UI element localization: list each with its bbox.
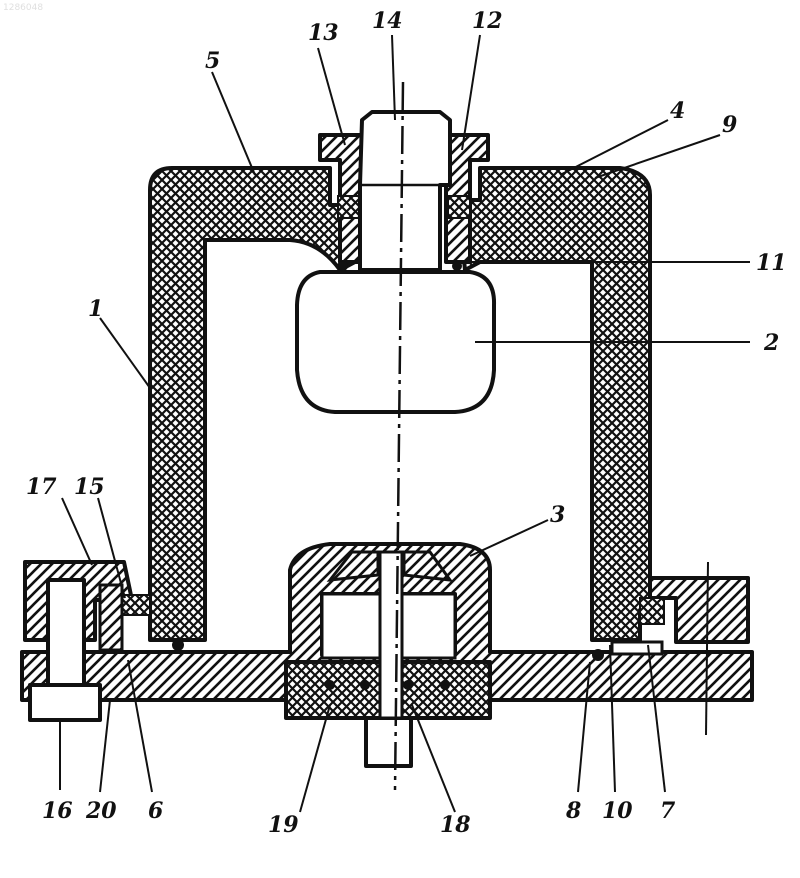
label-15: 15 <box>74 474 105 500</box>
label-2: 2 <box>763 330 779 356</box>
right-seal-9 <box>640 598 664 624</box>
label-13: 13 <box>308 20 339 46</box>
label-1: 1 <box>88 296 103 322</box>
center-rod <box>380 552 402 718</box>
label-12: 12 <box>472 8 503 34</box>
seal-ring-left <box>338 196 360 218</box>
o-ring-8 <box>592 649 604 661</box>
label-19: 19 <box>268 812 299 838</box>
label-10: 10 <box>602 798 633 824</box>
left-seal-15 <box>122 595 150 615</box>
label-4: 4 <box>670 98 685 124</box>
o-ring-left-base <box>172 639 184 651</box>
label-9: 9 <box>722 112 737 138</box>
top-shaft <box>360 112 450 270</box>
lower-shaft <box>366 718 411 766</box>
label-14: 14 <box>372 8 403 34</box>
rotor-block <box>297 272 494 412</box>
right-spacer-10 <box>612 642 662 654</box>
label-18: 18 <box>440 812 471 838</box>
label-6: 6 <box>148 798 163 824</box>
label-3: 3 <box>550 502 565 528</box>
label-20: 20 <box>85 798 117 824</box>
left-spacer-20 <box>100 585 122 650</box>
o-ring-11-right <box>452 261 462 271</box>
o-ring-11-left <box>338 261 348 271</box>
watermark: 1286048 <box>3 3 43 13</box>
label-17: 17 <box>26 474 57 500</box>
left-nut <box>30 685 100 720</box>
seal-ring-right <box>448 196 470 218</box>
label-7: 7 <box>660 798 676 824</box>
label-16: 16 <box>42 798 73 824</box>
label-5: 5 <box>205 48 220 74</box>
label-11: 11 <box>756 250 787 276</box>
label-8: 8 <box>565 798 581 824</box>
